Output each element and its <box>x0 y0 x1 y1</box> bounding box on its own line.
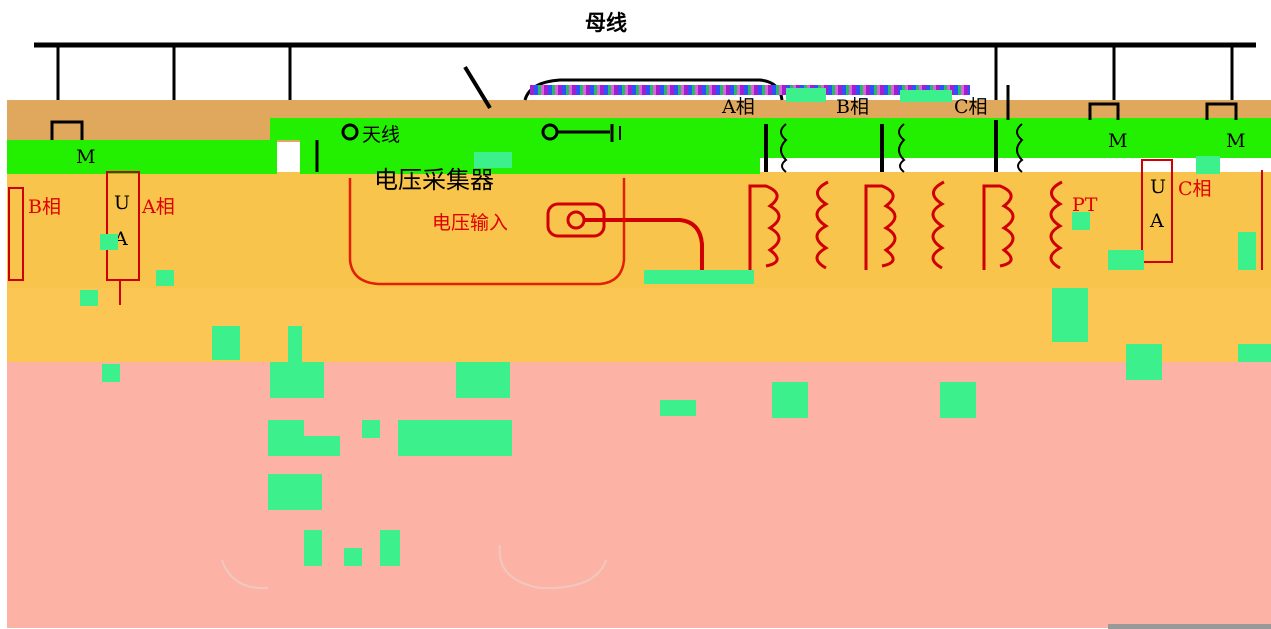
meter-u-right: U <box>1150 176 1167 198</box>
patch <box>940 382 976 418</box>
busbar-title: 母线 <box>585 11 627 35</box>
patch <box>644 270 754 284</box>
patch <box>270 362 324 398</box>
patch <box>1196 156 1220 174</box>
noise-strip <box>530 85 970 95</box>
band-pink <box>7 362 1271 628</box>
patch <box>288 326 302 362</box>
green-band-left <box>7 140 277 174</box>
left-phase-a-label: A相 <box>142 196 175 218</box>
collector-box <box>348 178 626 286</box>
faint-arc <box>221 559 269 590</box>
coil-top-b <box>880 123 906 173</box>
patch <box>1126 344 1162 380</box>
green-band-center <box>300 118 760 174</box>
patch <box>212 326 240 360</box>
diagonal-line <box>463 65 492 110</box>
patch <box>344 548 362 566</box>
patch <box>1052 288 1088 342</box>
coil-red-pt <box>748 180 1063 270</box>
meter-a-right: A <box>1150 210 1164 232</box>
patch <box>1238 232 1256 270</box>
patch <box>304 436 340 456</box>
patch <box>456 362 510 398</box>
meter-box-left-1 <box>8 187 24 281</box>
green-band-right <box>760 118 1271 158</box>
antenna-label: 天线 <box>362 124 401 146</box>
phase-c-label: C相 <box>954 96 988 118</box>
meter-u-left: U <box>114 192 131 214</box>
phase-a-label: A相 <box>722 96 755 118</box>
patch <box>102 364 120 382</box>
patch <box>80 290 98 306</box>
patch <box>398 420 512 456</box>
antenna-circle-2 <box>541 123 559 141</box>
meter-m-left: M <box>76 146 96 168</box>
patch <box>1108 250 1144 270</box>
patch <box>900 90 952 102</box>
patch <box>1072 212 1090 230</box>
bottom-gray-strip <box>1108 624 1271 629</box>
antenna-circle <box>341 123 359 141</box>
patch <box>660 400 696 416</box>
patch <box>380 530 400 566</box>
patch <box>156 270 174 286</box>
patch <box>474 152 512 168</box>
patch <box>362 420 380 438</box>
coil-top-c <box>994 120 1024 173</box>
phase-b-label: B相 <box>836 96 869 118</box>
meter-bracket <box>1088 102 1120 120</box>
signal-wire <box>584 218 704 272</box>
patch <box>772 382 808 418</box>
meter-m-right-2: M <box>1226 130 1246 152</box>
voltage-input-label: 电压输入 <box>432 212 509 234</box>
band-yellow <box>7 172 1271 290</box>
collector-label: 电压采集器 <box>374 166 494 194</box>
meter-m-right-1: M <box>1108 130 1128 152</box>
patch <box>100 234 118 250</box>
terminal-circle <box>566 210 586 230</box>
meter-bracket <box>1205 102 1238 120</box>
coil-top-a <box>764 123 788 173</box>
patch <box>268 420 304 456</box>
left-phase-b-label: B相 <box>28 196 61 218</box>
patch <box>268 474 322 510</box>
patch <box>1238 344 1271 362</box>
patch <box>786 88 826 102</box>
right-phase-c-label: C相 <box>1178 178 1212 200</box>
pt-label: PT <box>1072 194 1098 216</box>
patch <box>304 530 322 566</box>
meter-box-left-2 <box>106 171 140 281</box>
faint-arc <box>498 544 607 590</box>
meter-box-right-1 <box>1141 159 1173 263</box>
meter-bracket <box>50 120 84 140</box>
